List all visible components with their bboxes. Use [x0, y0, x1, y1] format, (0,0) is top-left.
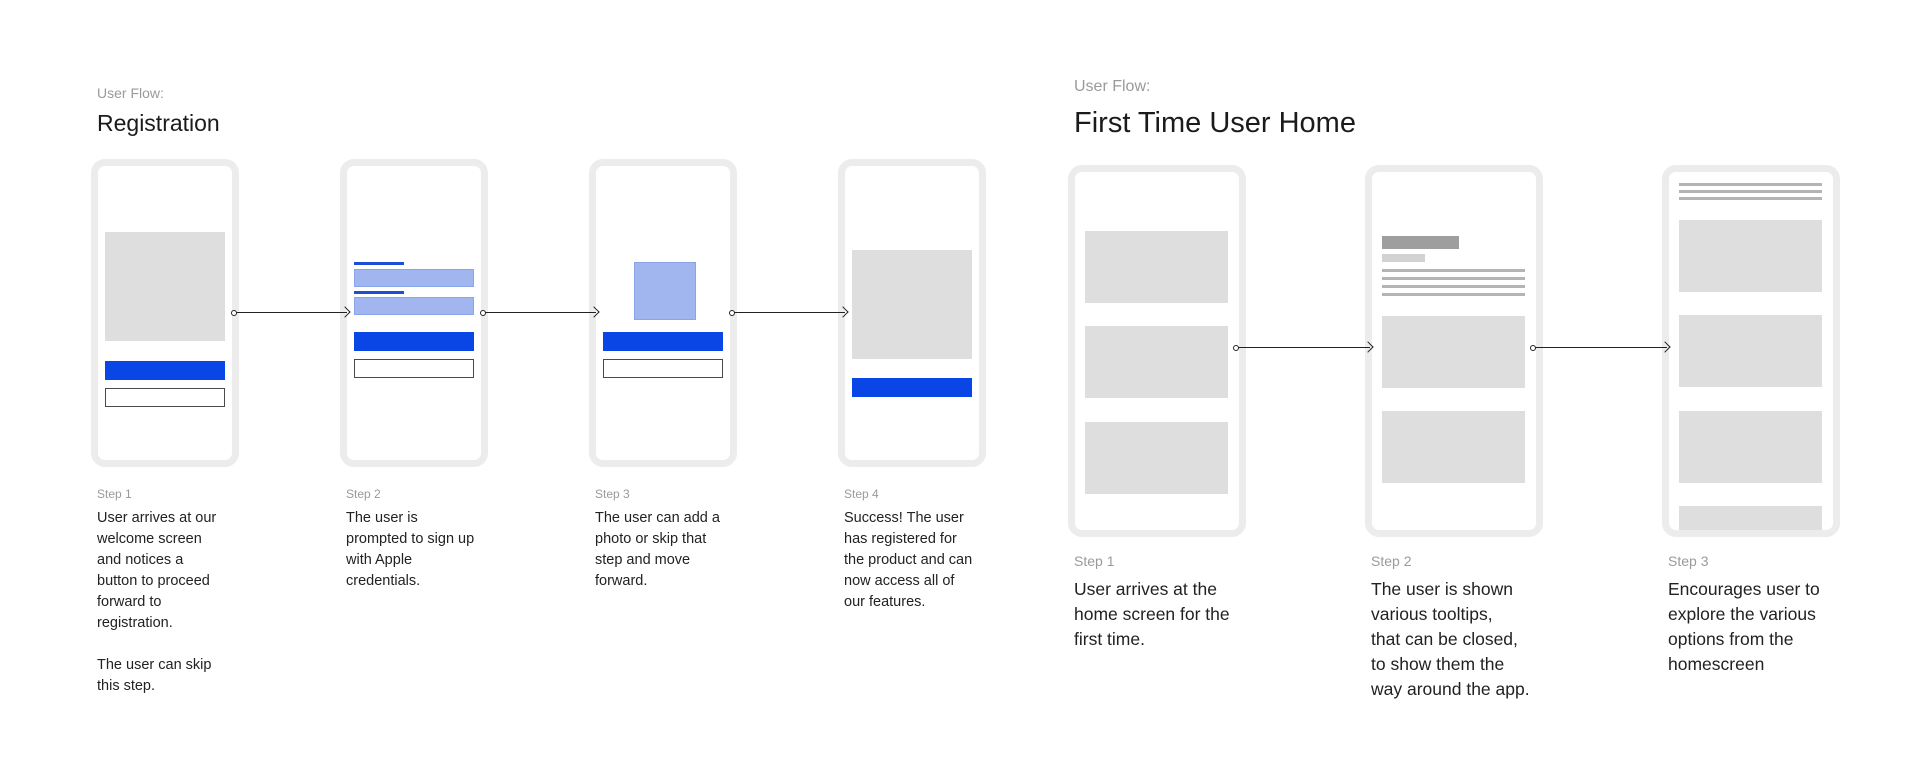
step-label: Step 4 [844, 487, 879, 501]
registration-step-2-caption: Step 2 The user is prompted to sign up w… [346, 487, 486, 592]
image-placeholder [105, 232, 225, 341]
card-placeholder [1085, 231, 1228, 303]
tooltip-text-line [1382, 269, 1525, 272]
step-label: Step 1 [1074, 553, 1115, 569]
registration-step-1-screen [91, 159, 239, 467]
field-label [354, 291, 404, 294]
registration-step-1-caption: Step 1 User arrives at our welcome scree… [97, 487, 237, 697]
step-label: Step 2 [346, 487, 381, 501]
primary-button [852, 378, 972, 397]
card-placeholder [1679, 220, 1822, 292]
step-description: Encourages user to explore the various o… [1668, 579, 1820, 674]
home-step-3-caption: Step 3 Encourages user to explore the va… [1668, 553, 1843, 677]
card-placeholder [1679, 506, 1822, 530]
secondary-button [105, 388, 225, 407]
menu-line [1679, 197, 1822, 200]
primary-button [603, 332, 723, 351]
card-placeholder [1085, 422, 1228, 494]
registration-step-4-caption: Step 4 Success! The user has registered … [844, 487, 984, 613]
registration-step-3-screen [589, 159, 737, 467]
input-field [354, 269, 474, 287]
card-placeholder [1085, 326, 1228, 398]
tooltip-text-line [1382, 277, 1525, 280]
home-step-1-caption: Step 1 User arrives at the home screen f… [1074, 553, 1249, 652]
step-description: The user can add a photo or skip that st… [595, 510, 720, 589]
card-placeholder [1679, 315, 1822, 387]
registration-step-4-screen [838, 159, 986, 467]
step-label: Step 3 [1668, 553, 1709, 569]
flow-overline: User Flow: [1074, 78, 1151, 95]
flow-arrow [480, 306, 600, 319]
card-placeholder [1382, 411, 1525, 483]
flow-arrow [729, 306, 849, 319]
tooltip-subtitle [1382, 254, 1425, 262]
registration-step-2-screen [340, 159, 488, 467]
tooltip-text-line [1382, 285, 1525, 288]
home-step-2-caption: Step 2 The user is shown various tooltip… [1371, 553, 1546, 702]
flow-overline: User Flow: [97, 85, 164, 101]
flow-arrow [1530, 341, 1671, 354]
menu-line [1679, 183, 1822, 186]
secondary-button [603, 359, 723, 378]
flow-title-first-time-user-home: First Time User Home [1074, 107, 1356, 139]
home-step-2-screen [1365, 165, 1543, 537]
step-label: Step 2 [1371, 553, 1412, 569]
tooltip-title [1382, 236, 1459, 249]
tooltip-text-line [1382, 293, 1525, 296]
flow-arrow [231, 306, 351, 319]
step-description: The user is prompted to sign up with App… [346, 510, 475, 589]
step-description: User arrives at our welcome screen and n… [97, 510, 217, 694]
field-label [354, 262, 404, 265]
step-description: Success! The user has registered for the… [844, 510, 973, 610]
photo-placeholder [634, 262, 696, 320]
primary-button [354, 332, 474, 351]
step-description: The user is shown various tooltips, that… [1371, 579, 1530, 699]
secondary-button [354, 359, 474, 378]
card-placeholder [1679, 411, 1822, 483]
step-label: Step 3 [595, 487, 630, 501]
home-step-3-screen [1662, 165, 1840, 537]
home-step-1-screen [1068, 165, 1246, 537]
flow-title-registration: Registration [97, 110, 220, 136]
flow-arrow [1233, 341, 1374, 354]
step-label: Step 1 [97, 487, 132, 501]
primary-button [105, 361, 225, 380]
registration-step-3-caption: Step 3 The user can add a photo or skip … [595, 487, 735, 592]
input-field [354, 297, 474, 315]
menu-line [1679, 190, 1822, 193]
card-placeholder [1382, 316, 1525, 388]
image-placeholder [852, 250, 972, 359]
step-description: User arrives at the home screen for the … [1074, 579, 1230, 649]
